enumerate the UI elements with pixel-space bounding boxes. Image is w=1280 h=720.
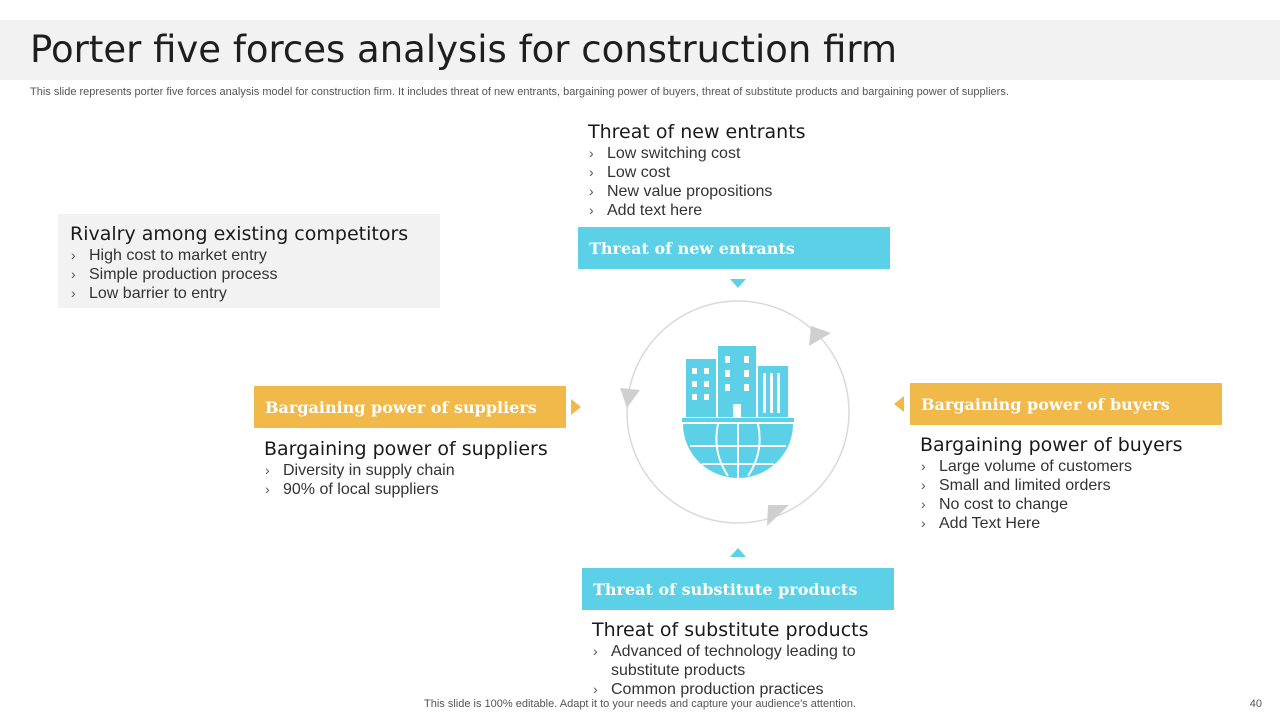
chevron-right-icon: › [593,643,598,659]
chevron-right-icon: › [921,477,926,493]
cycle-ring [626,300,850,524]
buyers-label-bar: Bargaining power of buyers [910,383,1222,425]
chevron-right-icon: › [265,462,270,478]
chevron-right-icon: › [589,202,594,218]
pointer-right-icon [571,399,581,415]
chevron-right-icon: › [921,458,926,474]
new-entrants-text-block: Threat of new entrants ›Low switching co… [588,121,806,220]
substitutes-text-block: Threat of substitute products ›Advanced … [592,619,892,699]
list-item: ›Advanced of technology leading to subst… [593,643,856,679]
substitutes-label-bar: Threat of substitute products [582,568,894,610]
chevron-right-icon: › [921,515,926,531]
rivalry-heading: Rivalry among existing competitors [70,223,409,245]
buyers-bullets: ›Large volume of customers ›Small and li… [920,457,1182,533]
substitutes-bullets: ›Advanced of technology leading to subst… [592,642,892,699]
list-item: ›Simple production process [71,266,278,283]
chevron-right-icon: › [589,164,594,180]
suppliers-text-block: Bargaining power of suppliers ›Diversity… [264,438,548,499]
list-item: ›High cost to market entry [71,247,267,264]
suppliers-bullets: ›Diversity in supply chain ›90% of local… [264,461,548,499]
new-entrants-heading: Threat of new entrants [588,121,806,143]
chevron-right-icon: › [71,266,76,282]
buyers-heading: Bargaining power of buyers [920,434,1183,456]
cycle-arrow-icon [767,505,789,526]
list-item: ›90% of local suppliers [265,481,439,498]
chevron-right-icon: › [265,481,270,497]
pointer-left-icon [894,396,904,412]
chevron-right-icon: › [589,145,594,161]
footer-note: This slide is 100% editable. Adapt it to… [424,698,856,710]
list-item: ›No cost to change [921,496,1068,513]
list-item: ›Add text here [589,202,703,219]
pointer-up-icon [730,548,746,557]
chevron-right-icon: › [589,183,594,199]
cycle-arrow-icon [620,388,640,408]
suppliers-label-bar: Bargaining power of suppliers [254,386,566,428]
substitutes-heading: Threat of substitute products [592,619,869,641]
list-item: ›Low switching cost [589,145,741,162]
chevron-right-icon: › [921,496,926,512]
chevron-right-icon: › [71,285,76,301]
new-entrants-bullets: ›Low switching cost ›Low cost ›New value… [588,144,806,220]
list-item: ›Diversity in supply chain [265,462,455,479]
list-item: ›Large volume of customers [921,458,1132,475]
rivalry-text-block: Rivalry among existing competitors ›High… [70,223,408,303]
suppliers-heading: Bargaining power of suppliers [264,438,548,460]
list-item: ›Add Text Here [921,515,1041,532]
rivalry-box [58,214,440,308]
list-item: ›New value propositions [589,183,773,200]
page-number: 40 [1249,698,1262,710]
chevron-right-icon: › [593,681,598,697]
title-band [0,20,1280,80]
list-item: ›Low cost [589,164,671,181]
list-item: ›Low barrier to entry [71,285,227,302]
page-title: Porter five forces analysis for construc… [30,28,897,71]
page-subtitle: This slide represents porter five forces… [30,86,1009,98]
new-entrants-label-bar: Threat of new entrants [578,227,890,269]
chevron-right-icon: › [71,247,76,263]
rivalry-bullets: ›High cost to market entry ›Simple produ… [70,246,408,303]
building-globe-icon [682,346,794,478]
list-item: ›Small and limited orders [921,477,1111,494]
list-item: ›Common production practices [593,681,824,698]
cycle-arrow-icon [809,326,831,346]
buyers-text-block: Bargaining power of buyers ›Large volume… [920,434,1182,533]
pointer-down-icon [730,279,746,288]
